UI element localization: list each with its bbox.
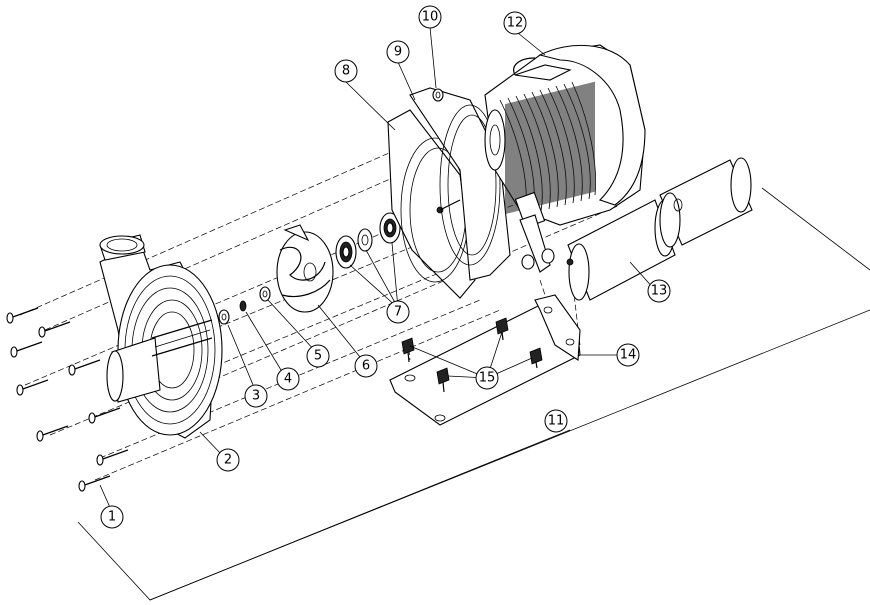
callout-label: 9 [394,45,402,60]
callout-3: 3 [244,384,268,408]
callout-label: 8 [342,64,350,79]
bolts [6,307,129,492]
leader-lines [99,26,656,513]
callout-label: 11 [548,414,565,429]
callout-7: 7 [386,300,410,324]
bearing [379,212,401,244]
screw [401,337,415,363]
callout-label: 1 [108,510,116,525]
bolt [78,475,111,492]
callout-label: 4 [284,372,292,387]
bolt [10,341,43,358]
screw [529,347,543,369]
callout-8: 8 [334,59,358,83]
bolt [38,321,71,338]
pump-housing [99,234,223,439]
callout-2: 2 [216,448,240,472]
bolt [88,407,121,424]
callout-label: 2 [224,453,232,468]
o-ring [239,300,247,312]
callout-14: 14 [616,343,640,367]
terminal-box [519,214,555,273]
screw [436,367,450,393]
bearing [357,228,373,252]
washer [259,286,271,302]
motor [484,44,646,273]
callout-4: 4 [276,367,300,391]
callout-15: 15 [475,366,499,390]
callout-label: 7 [394,305,402,320]
callout-label: 15 [479,371,496,386]
seal-parts [218,286,271,325]
callout-label: 6 [362,359,370,374]
callout-10: 10 [418,5,442,29]
callout-label: 5 [314,349,322,364]
callout-12: 12 [503,11,527,35]
callout-label: 13 [651,284,668,299]
callout-13: 13 [647,279,671,303]
callout-11: 11 [544,409,568,433]
assembly-boundary [77,187,870,601]
bolt [96,449,129,466]
bearing-set [335,212,401,269]
screw [495,317,509,341]
callout-5: 5 [306,344,330,368]
bracket-screws [401,317,543,393]
bolt [68,359,101,376]
cooling-fins [499,81,596,216]
callout-6: 6 [354,354,378,378]
callout-label: 14 [620,348,637,363]
nut [218,309,230,325]
mounting-bracket [389,294,581,426]
callout-label: 3 [252,389,260,404]
impeller [276,224,334,313]
callout-label: 10 [422,10,439,25]
callout-label: 12 [507,16,524,31]
bolt [16,379,49,396]
capacitor [566,157,753,301]
flange-nut [432,88,444,102]
callout-1: 1 [100,505,124,529]
bolt [36,425,69,442]
bearing [335,235,357,269]
bolt [6,307,39,324]
callout-9: 9 [386,40,410,64]
